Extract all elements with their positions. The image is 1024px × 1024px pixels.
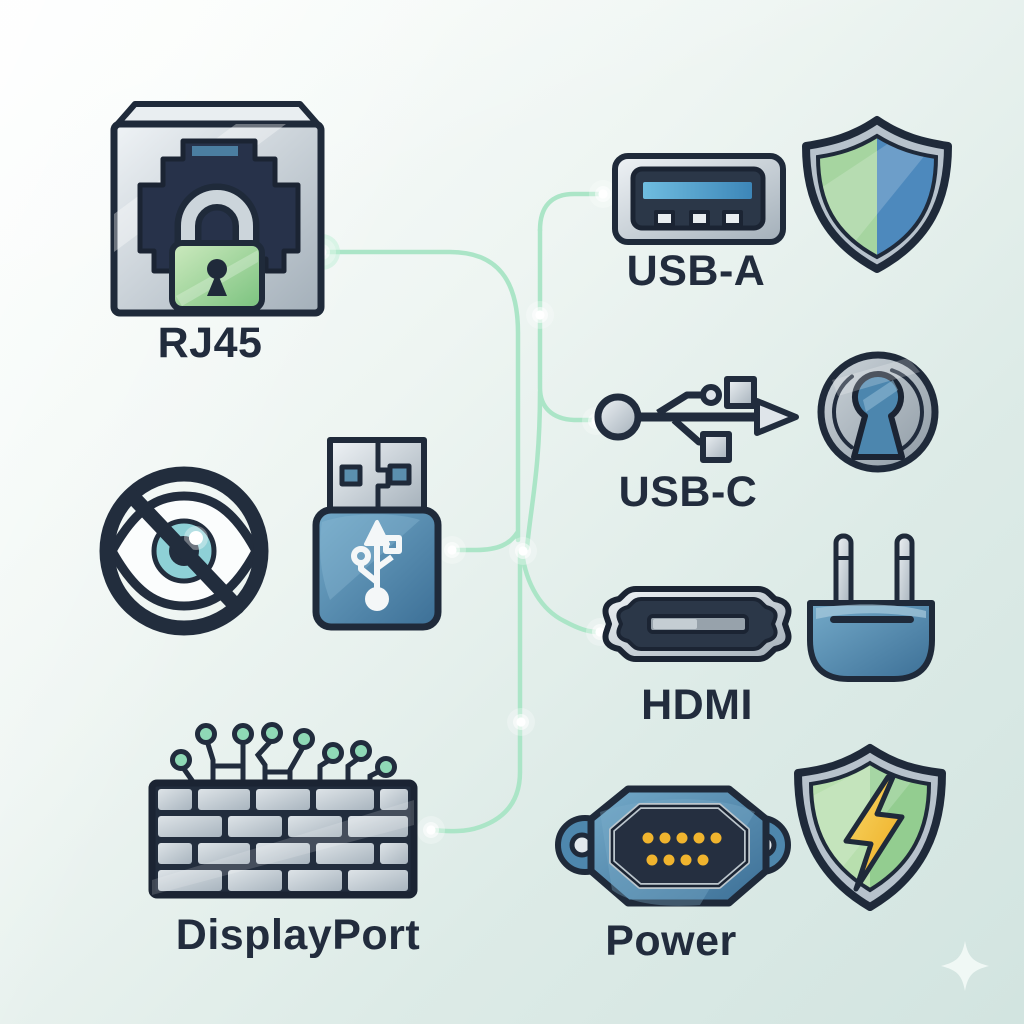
rj45-label: RJ45: [157, 319, 263, 367]
lightning-shield-icon: [794, 744, 946, 911]
power-label: Power: [605, 917, 737, 965]
bricks: [158, 789, 408, 891]
rj45-locked-port-icon: [110, 101, 325, 317]
usb-a-port-icon: [612, 153, 786, 245]
lightning-bolt: [843, 774, 905, 892]
line-usbdrive-to-hub: [449, 530, 520, 553]
line-hub-to-firewall: [429, 549, 523, 834]
circuit-nodes: [170, 722, 397, 778]
usb-c-label: USB-C: [618, 468, 758, 516]
line-usba-to-usbc: [537, 227, 597, 423]
displayport-label: DisplayPort: [175, 911, 421, 959]
hdmi-label: HDMI: [641, 681, 753, 729]
connector-lines: [319, 191, 604, 834]
usb-trident-symbol: [351, 520, 402, 611]
sparkle-icon: [941, 941, 989, 991]
hdmi-port-icon: [602, 586, 792, 662]
connector-pins: [642, 832, 722, 866]
line-hub-to-hdmi: [519, 549, 602, 635]
keyhole-medallion-icon: [817, 351, 939, 473]
power-plug-icon: [807, 533, 935, 682]
eye-slash-icon: [99, 466, 269, 636]
line-rj45-to-hub: [319, 249, 521, 543]
firewall-brick-wall-icon: [148, 722, 418, 899]
line-hub-to-usba: [537, 191, 604, 233]
green-blue-shield-icon: [802, 116, 952, 273]
usb-a-label: USB-A: [626, 247, 766, 295]
usb-trident-icon: [594, 376, 799, 463]
usb-flash-drive-icon: [312, 437, 442, 631]
padlock-icon: [169, 183, 265, 312]
power-connector-icon: [555, 785, 791, 907]
line-usbc-to-hub: [524, 389, 543, 551]
